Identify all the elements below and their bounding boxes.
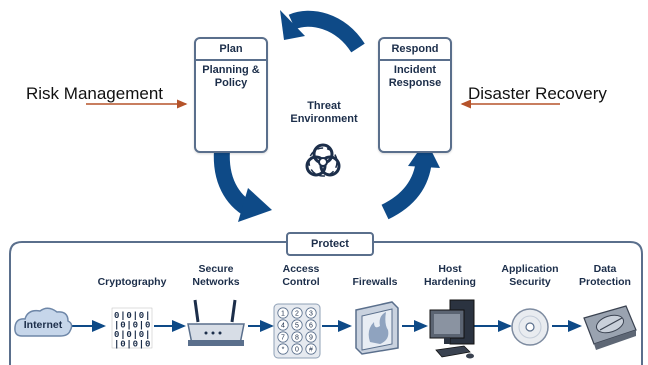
protect-header: Protect <box>286 232 374 256</box>
plan-card: Plan Planning & Policy <box>194 37 268 153</box>
respond-to-plan-arrow <box>280 10 365 53</box>
keypad-key-label: 9 <box>309 335 313 342</box>
svg-text:0: 0 <box>120 321 125 331</box>
svg-text:0: 0 <box>133 340 138 350</box>
svg-text:|: | <box>120 330 125 340</box>
keypad-key <box>291 319 303 331</box>
internet-label: Internet <box>23 319 63 331</box>
keypad-key <box>277 307 289 319</box>
keypad-key <box>305 319 317 331</box>
protect-category-line2: Firewalls <box>352 276 398 288</box>
protect-to-respond-arrow <box>381 140 440 220</box>
protect-category-line1 <box>336 263 414 276</box>
protect-category-line1: Data <box>593 263 617 275</box>
keypad-key <box>277 319 289 331</box>
cryptography-icon: 0|0|0||0|0|00|0|0||0|0|0 <box>111 307 153 350</box>
protect-category-line1: Host <box>438 263 462 275</box>
keypad-key <box>277 331 289 343</box>
protect-category-line2: Protection <box>579 276 631 288</box>
protect-category-line2: Networks <box>192 276 240 288</box>
keypad-key-label: 4 <box>281 323 285 330</box>
svg-text:0: 0 <box>114 311 119 321</box>
protect-category-line2: Control <box>282 276 320 288</box>
protect-category-line2: Cryptography <box>97 276 167 288</box>
plan-card-header: Plan <box>196 39 266 61</box>
threat-environment-line2: Environment <box>290 113 358 125</box>
hard-drive-icon <box>583 305 637 350</box>
keypad-key-label: * <box>282 347 285 354</box>
keypad-key-label: # <box>309 347 313 354</box>
svg-text:0: 0 <box>126 311 131 321</box>
svg-text:0: 0 <box>139 311 144 321</box>
disc-icon <box>511 308 549 346</box>
keypad-key <box>305 307 317 319</box>
protect-frame-left <box>9 241 290 365</box>
svg-text:0: 0 <box>145 340 150 350</box>
plan-card-title: Planning & Policy <box>202 64 260 89</box>
disaster-recovery-label: Disaster Recovery <box>468 84 607 103</box>
keypad-key <box>291 343 303 355</box>
svg-text:0: 0 <box>114 330 119 340</box>
computer-icon <box>429 299 475 359</box>
internet-cloud-icon <box>14 307 73 337</box>
keypad-key-label: 2 <box>295 311 299 318</box>
svg-text:0: 0 <box>133 321 138 331</box>
keypad-key-label: 6 <box>309 323 313 330</box>
biohazard-icon <box>305 143 341 177</box>
respond-card: Respond Incident Response <box>378 37 452 153</box>
keypad-key-label: 7 <box>281 335 285 342</box>
keypad-icon: 1 2 3 4 5 6 7 8 9 * 0 # <box>273 303 321 359</box>
router-icon <box>187 299 245 346</box>
keypad-key-label: 1 <box>281 311 285 318</box>
svg-text:|: | <box>114 340 119 350</box>
risk-management-label: Risk Management <box>26 84 164 103</box>
svg-text:|: | <box>133 330 138 340</box>
plan-to-protect-arrow <box>213 149 272 222</box>
svg-text:0: 0 <box>120 340 125 350</box>
protect-category-line1: Access <box>282 263 320 275</box>
svg-text:0: 0 <box>145 321 150 331</box>
respond-card-header: Respond <box>380 39 450 61</box>
svg-text:|: | <box>139 340 144 350</box>
protect-category-1: Cryptography <box>93 263 171 289</box>
svg-text:|: | <box>126 321 131 331</box>
keypad-key <box>291 331 303 343</box>
keypad-key-label: 5 <box>295 323 299 330</box>
svg-text:|: | <box>133 311 138 321</box>
keypad-key-label: 3 <box>309 311 313 318</box>
keypad-key <box>291 307 303 319</box>
svg-text:|: | <box>145 330 150 340</box>
keypad-key-label: 8 <box>295 335 299 342</box>
threat-environment-label: Threat Environment <box>282 100 366 126</box>
keypad-key <box>305 343 317 355</box>
keypad-key <box>277 343 289 355</box>
protect-category-line1 <box>93 263 171 276</box>
keypad-key-label: 0 <box>295 347 299 354</box>
protect-category-line1: Secure <box>198 263 234 275</box>
respond-card-title: Incident Response <box>388 64 442 89</box>
svg-text:|: | <box>126 340 131 350</box>
svg-text:|: | <box>139 321 144 331</box>
keypad-key <box>305 331 317 343</box>
protect-frame-right <box>374 241 643 365</box>
svg-text:|: | <box>120 311 125 321</box>
svg-text:0: 0 <box>139 330 144 340</box>
threat-environment-line1: Threat <box>307 100 341 112</box>
protect-category-4: Firewalls <box>336 263 414 289</box>
protect-category-line2: Hardening <box>424 276 476 288</box>
svg-text:|: | <box>145 311 150 321</box>
svg-text:0: 0 <box>126 330 131 340</box>
protect-category-line2: Security <box>509 276 551 288</box>
protect-category-line1: Application <box>501 263 559 275</box>
firewall-icon <box>355 301 399 355</box>
svg-text:|: | <box>114 321 119 331</box>
